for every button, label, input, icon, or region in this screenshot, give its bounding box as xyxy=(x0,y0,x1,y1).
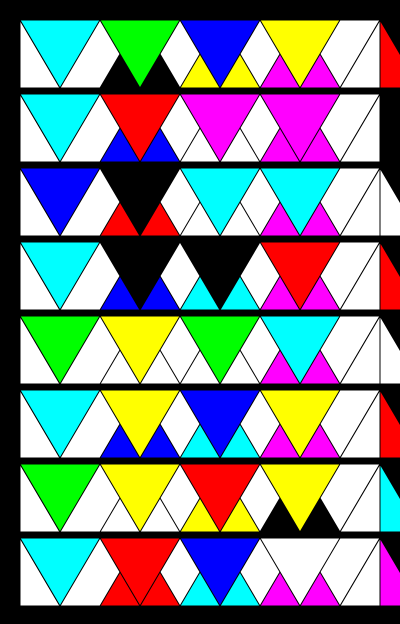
strip-outline xyxy=(19,463,381,533)
triangle-strip-row xyxy=(19,462,400,533)
triangle-strip-row xyxy=(19,240,400,311)
triangle-strip-row xyxy=(19,388,400,459)
strip-outline xyxy=(19,241,381,311)
triangle-strip-row xyxy=(19,166,400,237)
strip-outline xyxy=(19,389,381,459)
triangle-strip-row xyxy=(19,92,400,163)
triangle-strip-row xyxy=(19,536,400,607)
strip-outline xyxy=(19,315,381,385)
strip-outline xyxy=(19,93,381,163)
puzzle-rows xyxy=(19,18,400,607)
triangle-strip-row xyxy=(19,314,400,385)
strip-outline xyxy=(19,19,381,89)
strip-outline xyxy=(19,167,381,237)
strip-outline xyxy=(19,537,381,607)
triangle-strip-row xyxy=(19,18,400,89)
